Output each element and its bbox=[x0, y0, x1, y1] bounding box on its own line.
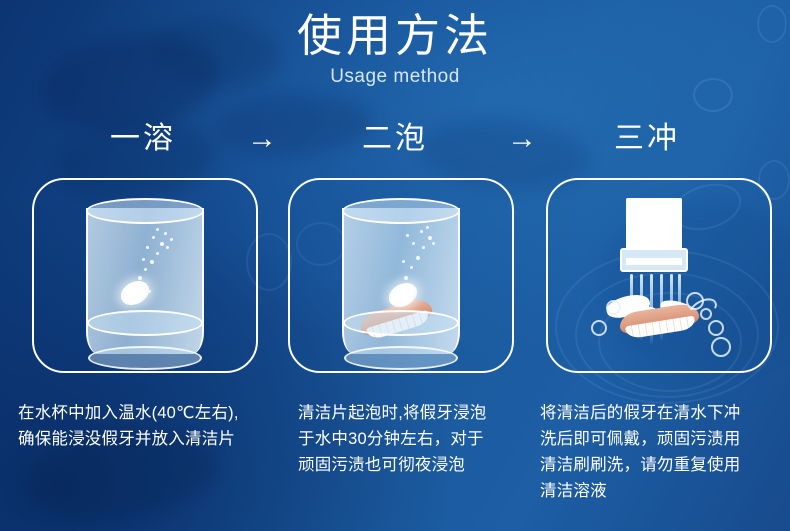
step-caption-2: 清洁片起泡时,将假牙浸泡 于水中30分钟左右，对于 顽固污渍也可彻夜浸泡 bbox=[298, 404, 487, 474]
fizz-bubble bbox=[148, 290, 151, 293]
step-caption-1: 在水杯中加入温水(40℃左右), 确保能浸没假牙并放入清洁片 bbox=[18, 404, 239, 448]
illustration-dissolving-tablet bbox=[34, 180, 256, 371]
page-title: 使用方法 bbox=[296, 10, 493, 61]
fizz-bubble bbox=[422, 246, 425, 249]
fizz-bubble bbox=[142, 258, 145, 261]
fizz-bubble bbox=[156, 252, 159, 255]
fizz-bubble bbox=[406, 234, 409, 237]
fizz-bubble bbox=[160, 242, 164, 246]
fizz-bubble bbox=[170, 238, 173, 241]
step-panel-1 bbox=[32, 178, 258, 373]
water-stream bbox=[678, 274, 681, 326]
cup-rim bbox=[342, 198, 460, 224]
fizz-bubble bbox=[164, 232, 167, 235]
arrow-right-icon: → bbox=[247, 122, 277, 155]
fizz-bubble bbox=[150, 260, 154, 264]
illustration-denture-soaking bbox=[290, 180, 512, 371]
step-label-1: 一溶 bbox=[110, 122, 176, 155]
fizz-bubble bbox=[402, 260, 405, 263]
fizz-bubble bbox=[428, 236, 432, 240]
cup-base bbox=[88, 346, 202, 370]
step-label-2: 二泡 bbox=[362, 122, 428, 155]
bubble-icon bbox=[708, 320, 724, 336]
water-surface bbox=[343, 310, 459, 336]
faucet-body bbox=[626, 198, 682, 250]
bubble-icon bbox=[591, 320, 607, 336]
glass-cup-icon bbox=[342, 198, 460, 370]
fizz-bubble bbox=[398, 292, 401, 295]
bubble-icon bbox=[711, 337, 731, 357]
fizz-bubble bbox=[146, 246, 149, 249]
header: 使用方法 Usage method bbox=[0, 8, 790, 88]
step-panel-3 bbox=[546, 178, 772, 373]
fizz-bubble bbox=[432, 242, 435, 245]
fizz-bubble bbox=[416, 256, 420, 260]
fizz-bubble bbox=[134, 288, 137, 291]
fizz-bubble bbox=[410, 266, 413, 269]
bubble-icon bbox=[700, 308, 712, 320]
fizz-bubble bbox=[166, 246, 169, 249]
step-caption-3: 将清洁后的假牙在清水下冲 洗后即可佩戴，顽固污渍用 清洁刷刷洗，请勿重复使用 清… bbox=[540, 404, 741, 500]
step-panel-2 bbox=[288, 178, 514, 373]
arrow-right-icon: → bbox=[507, 122, 537, 155]
glass-cup-icon bbox=[86, 198, 204, 370]
cup-base bbox=[344, 346, 458, 370]
step-label-3: 三冲 bbox=[614, 122, 680, 155]
illustration-rinsing-denture bbox=[548, 180, 770, 371]
fizz-bubble bbox=[426, 226, 429, 229]
bubble-icon bbox=[686, 292, 704, 310]
fizz-bubble bbox=[420, 230, 423, 233]
fizz-bubble bbox=[144, 268, 147, 271]
fizz-bubble bbox=[138, 276, 142, 280]
fizz-bubble bbox=[128, 298, 131, 301]
step-label-row: 一溶 → 二泡 → 三冲 bbox=[0, 117, 790, 165]
cup-rim bbox=[86, 198, 204, 224]
fizz-bubble bbox=[412, 242, 415, 245]
fizz-bubble bbox=[404, 276, 408, 280]
fizz-bubble bbox=[152, 236, 155, 239]
bubble-icon bbox=[606, 300, 621, 315]
faucet-collar bbox=[620, 248, 688, 272]
page-subtitle: Usage method bbox=[330, 66, 460, 88]
fizz-bubble bbox=[156, 228, 159, 231]
water-surface bbox=[87, 310, 203, 336]
